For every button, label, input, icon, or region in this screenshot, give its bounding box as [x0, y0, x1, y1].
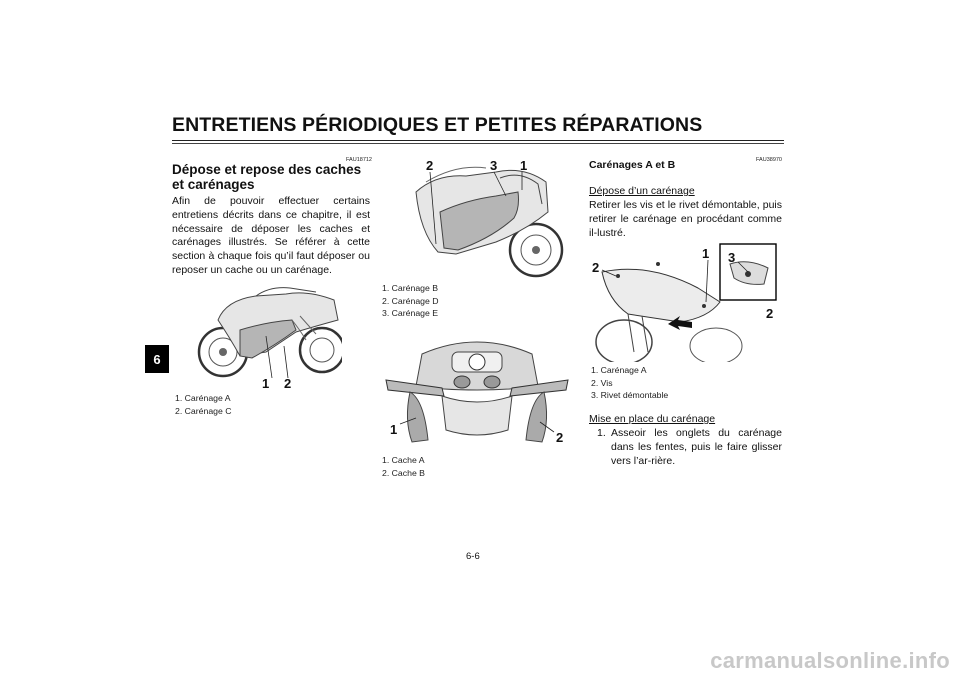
watermark[interactable]: carmanualsonline.info [710, 648, 950, 673]
caption-item: 2. Carénage D [382, 295, 439, 306]
caption-item: 1. Carénage A [591, 365, 647, 375]
fairing-a-c-illustration: 1 2 [197, 287, 342, 391]
caption-item: 3. Carénage E [382, 308, 439, 319]
fig-label: 2 [766, 306, 773, 321]
caption-item: 1. Cache A [382, 455, 425, 465]
fairing-b-d-e-illustration: 2 3 1 [415, 158, 564, 278]
fig-label: 2 [592, 260, 599, 275]
page-number: 6-6 [466, 551, 480, 562]
caption-item: 3. Rivet démontable [591, 390, 669, 401]
caption-item: 1. Carénage A [175, 393, 231, 403]
intro-paragraph: Afin de pouvoir effectuer certains entre… [172, 195, 370, 276]
caption-item: 1. Carénage B [382, 283, 439, 293]
fig-label: 1 [390, 422, 397, 437]
cover-a-b-illustration: 1 2 [385, 341, 569, 445]
fig-label: 2 [284, 376, 291, 391]
subheading-removal: Dépose d’un carénage [589, 185, 695, 197]
header-rule [172, 140, 784, 141]
section-code: FAU38970 [756, 157, 782, 163]
fig-label: 1 [262, 376, 269, 391]
step-number: 1. [597, 427, 606, 439]
subheading-installation: Mise en place du carénage [589, 413, 716, 425]
caption-item: 2. Carénage C [175, 405, 232, 416]
fig-label: 1 [520, 158, 527, 173]
section-heading: Carénages A et B [589, 159, 676, 171]
fig-label: 2 [556, 430, 563, 445]
page-title: ENTRETIENS PÉRIODIQUES ET PETITES RÉPARA… [172, 114, 703, 136]
chapter-tab: 6 [145, 345, 169, 373]
fig-label: 3 [490, 158, 497, 173]
header-rule-thin [172, 143, 784, 144]
removal-paragraph: Retirer les vis et le rivet démontable, … [589, 199, 782, 239]
fairing-removal-illustration: 2 1 3 2 [592, 243, 777, 362]
section-heading: Dépose et repose des caches et carénages [172, 162, 362, 192]
section-code: FAU18712 [346, 157, 372, 163]
caption-item: 2. Cache B [382, 467, 425, 478]
fig-label: 3 [728, 250, 735, 265]
fig-label: 2 [426, 158, 433, 173]
step-text: Asseoir les onglets du carénage dans les… [611, 427, 782, 467]
fig-label: 1 [702, 246, 709, 261]
caption-item: 2. Vis [591, 377, 613, 388]
